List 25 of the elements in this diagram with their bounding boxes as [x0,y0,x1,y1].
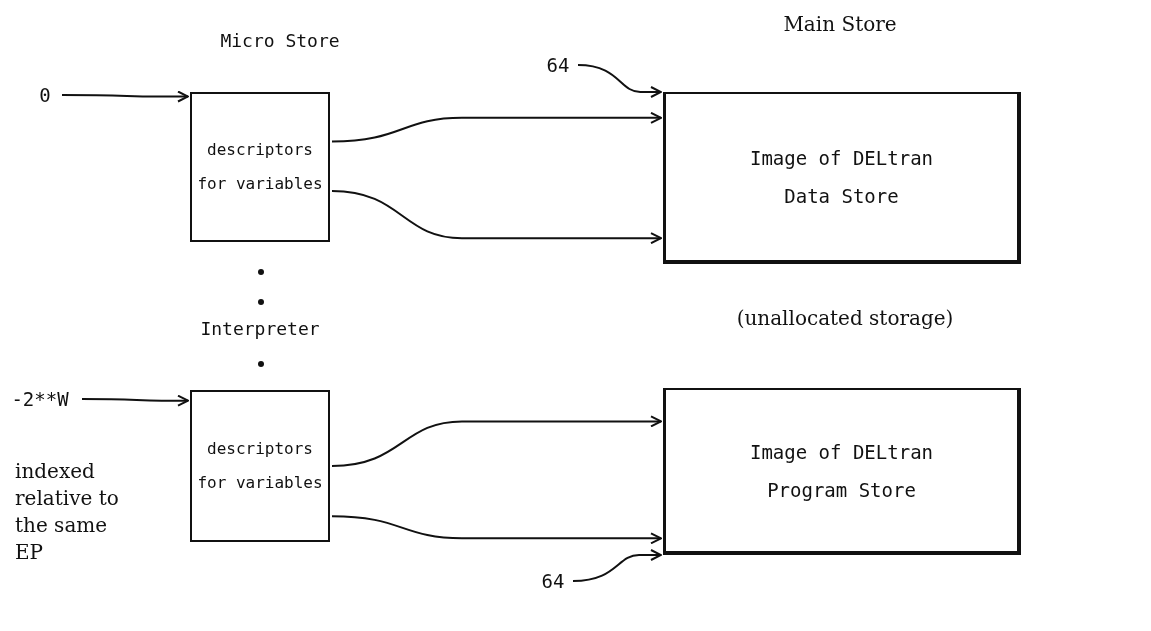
address-label: -2**W [0,384,80,414]
note-text: (unallocated storage) [735,306,955,330]
arrow [572,549,662,582]
arrow [577,64,662,98]
arrow [331,111,662,143]
micro-store-box [190,92,330,242]
address-label: 0 [30,80,60,110]
micro-store-box [190,390,330,542]
address-label: 64 [540,50,576,80]
box-text: descriptors for variables [196,438,324,494]
arrow [331,190,662,245]
box-text: Image of DELtran Program Store [749,439,934,503]
arrow [81,394,189,407]
arrow [331,415,662,467]
main-store-box [663,388,1021,555]
main-store-box [663,92,1021,264]
region-title: Interpreter [199,318,321,339]
arrow [61,90,189,103]
arrow [331,515,662,545]
region-title: Micro Store [219,30,341,51]
box-text: Image of DELtran Data Store [749,146,934,209]
region-title: Main Store [782,12,898,36]
note-text: indexed relative to the same EP [15,458,120,566]
address-label: 64 [535,566,571,596]
box-text: descriptors for variables [196,139,324,195]
